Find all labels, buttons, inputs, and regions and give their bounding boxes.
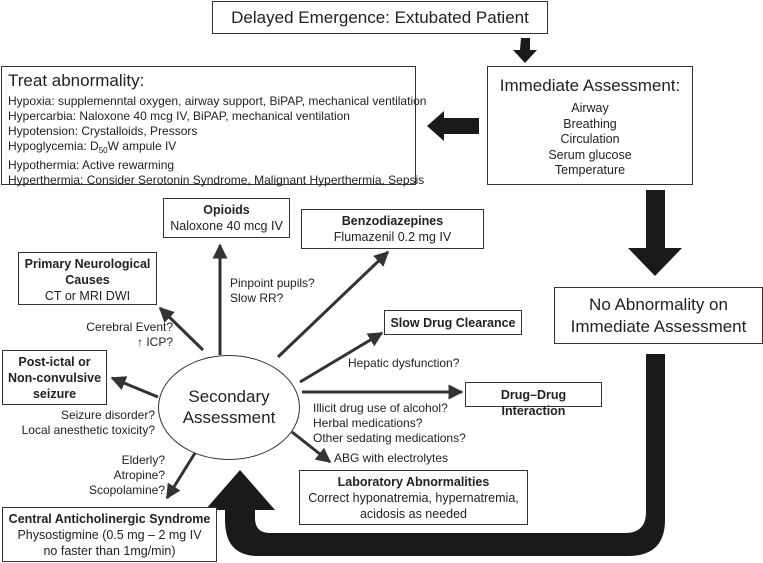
hypoglycemia-sub: 50 bbox=[98, 146, 108, 155]
criteria-text: Illicit drug use of alcohol? bbox=[313, 401, 448, 415]
arrow-title-to-immediate bbox=[513, 38, 537, 63]
opioids-box: Opioids Naloxone 40 mcg IV bbox=[163, 198, 290, 238]
immediate-item: Breathing bbox=[563, 116, 617, 131]
criteria-text: Elderly? bbox=[121, 453, 165, 467]
treat-line: Hypoxia: supplemenntal oxygen, airway su… bbox=[8, 94, 427, 108]
lab-title: Laboratory Abnormalities bbox=[337, 475, 490, 489]
neuro-title-l2: Causes bbox=[65, 273, 110, 287]
treat-line: Hypercarbia: Naloxone 40 mcg IV, BiPAP, … bbox=[8, 109, 350, 123]
lab-detail-l2: acidosis as needed bbox=[359, 507, 468, 521]
neuro-title-l1: Primary Neurological bbox=[24, 257, 151, 271]
no-abnormality-box: No Abnormality on Immediate Assessment bbox=[554, 287, 763, 344]
criteria-text: Cerebral Event? bbox=[86, 320, 173, 334]
no-abnormality-line2: Immediate Assessment bbox=[570, 317, 747, 336]
arrow-immediate-to-treat bbox=[427, 111, 479, 141]
criteria-text: Local anesthetic toxicity? bbox=[21, 423, 155, 437]
treat-line: Hypotension: Crystalloids, Pressors bbox=[8, 124, 198, 138]
title-box: Delayed Emergence: Extubated Patient bbox=[212, 1, 548, 34]
slow-clearance-box: Slow Drug Clearance bbox=[384, 310, 522, 335]
lab-detail-l1: Correct hyponatremia, hypernatremia, bbox=[308, 491, 519, 505]
hypoglycemia-suffix: W ampule IV bbox=[107, 139, 177, 153]
postictal-criteria: Seizure disorder? Local anesthetic toxic… bbox=[10, 408, 155, 438]
immediate-item: Airway bbox=[571, 101, 609, 115]
benzodiazepines-title: Benzodiazepines bbox=[341, 214, 444, 228]
criteria-text: Pinpoint pupils? bbox=[230, 276, 315, 290]
anticholinergic-box: Central Anticholinergic Syndrome Physost… bbox=[2, 507, 217, 562]
criteria-text: Slow RR? bbox=[230, 291, 284, 305]
drug-interaction-box: Drug–Drug Interaction bbox=[465, 382, 602, 418]
spoke-postictal bbox=[110, 376, 159, 399]
immediate-item: Temperature bbox=[554, 163, 626, 177]
immediate-item: Circulation bbox=[560, 132, 620, 146]
spoke-anticholinergic bbox=[165, 444, 202, 500]
criteria-text: Atropine? bbox=[113, 468, 165, 482]
benzodiazepines-detail: Flumazenil 0.2 mg IV bbox=[333, 230, 452, 244]
neuro-detail: CT or MRI DWI bbox=[44, 289, 131, 303]
treat-line-hypoglycemia: Hypoglycemia: D50W ampule IV bbox=[8, 139, 409, 158]
primary-neuro-box: Primary Neurological Causes CT or MRI DW… bbox=[18, 252, 157, 305]
slow-clearance-criteria: Hepatic dysfunction? bbox=[348, 356, 459, 371]
criteria-text: Seizure disorder? bbox=[60, 408, 155, 422]
arrow-return-to-secondary bbox=[205, 354, 665, 556]
arrow-immediate-to-noabnormality bbox=[628, 190, 682, 276]
spoke-slow-clearance bbox=[299, 331, 384, 384]
spoke-neuro bbox=[158, 306, 205, 352]
secondary-line1: Secondary bbox=[188, 387, 270, 406]
no-abnormality-line1: No Abnormality on bbox=[589, 295, 728, 314]
treat-heading: Treat abnormality: bbox=[8, 71, 145, 90]
title-text: Delayed Emergence: Extubated Patient bbox=[231, 8, 529, 27]
secondary-line2: Assessment bbox=[182, 408, 276, 427]
criteria-text: Other sedating medications? bbox=[313, 431, 466, 445]
slow-clearance-title: Slow Drug Clearance bbox=[390, 316, 516, 330]
benzodiazepines-box: Benzodiazepines Flumazenil 0.2 mg IV bbox=[301, 209, 484, 249]
secondary-assessment-node: Secondary Assessment bbox=[158, 355, 300, 460]
neuro-criteria: Cerebral Event? ↑ ICP? bbox=[60, 320, 173, 350]
anticholinergic-title: Central Anticholinergic Syndrome bbox=[8, 512, 211, 526]
drug-interaction-criteria: Illicit drug use of alcohol? Herbal medi… bbox=[313, 401, 466, 446]
opioids-title: Opioids bbox=[203, 203, 250, 217]
opioids-detail: Naloxone 40 mcg IV bbox=[170, 219, 283, 233]
postictal-title-l2: Non-convulsive bbox=[7, 371, 102, 385]
anticholinergic-criteria: Elderly? Atropine? Scopolamine? bbox=[70, 453, 165, 498]
lab-abnormalities-box: Laboratory Abnormalities Correct hyponat… bbox=[299, 470, 528, 525]
treat-abnormality-box: Treat abnormality: Hypoxia: supplemennta… bbox=[1, 66, 427, 187]
criteria-text: Scopolamine? bbox=[88, 483, 165, 497]
treat-line: Hyperthermia: Consider Serotonin Syndrom… bbox=[8, 173, 425, 187]
anticholinergic-detail-l2: no faster than 1mg/min) bbox=[43, 544, 176, 558]
opioids-criteria: Pinpoint pupils? Slow RR? bbox=[230, 276, 315, 306]
criteria-text: ABG with electrolytes bbox=[334, 451, 449, 465]
criteria-text: Herbal medications? bbox=[313, 416, 423, 430]
immediate-heading: Immediate Assessment: bbox=[499, 76, 681, 95]
immediate-assessment-box: Immediate Assessment: Airway Breathing C… bbox=[487, 66, 693, 185]
drug-interaction-title: Drug–Drug Interaction bbox=[500, 388, 567, 418]
treat-line: Hypothermia: Active rewarming bbox=[8, 158, 175, 172]
postictal-title-l1: Post-ictal or bbox=[18, 355, 91, 369]
spoke-benzodiazepines bbox=[276, 250, 390, 359]
postictal-title-l3: seizure bbox=[32, 387, 77, 401]
lab-criteria: ABG with electrolytes bbox=[334, 451, 448, 466]
anticholinergic-detail-l1: Physostigmine (0.5 mg – 2 mg IV bbox=[17, 528, 202, 542]
criteria-text: Hepatic dysfunction? bbox=[348, 356, 460, 370]
spoke-lab bbox=[291, 430, 332, 464]
postictal-box: Post-ictal or Non-convulsive seizure bbox=[2, 350, 107, 405]
hypoglycemia-prefix: Hypoglycemia: D bbox=[8, 139, 99, 153]
immediate-item: Serum glucose bbox=[548, 147, 632, 162]
criteria-text: ↑ ICP? bbox=[136, 335, 173, 349]
